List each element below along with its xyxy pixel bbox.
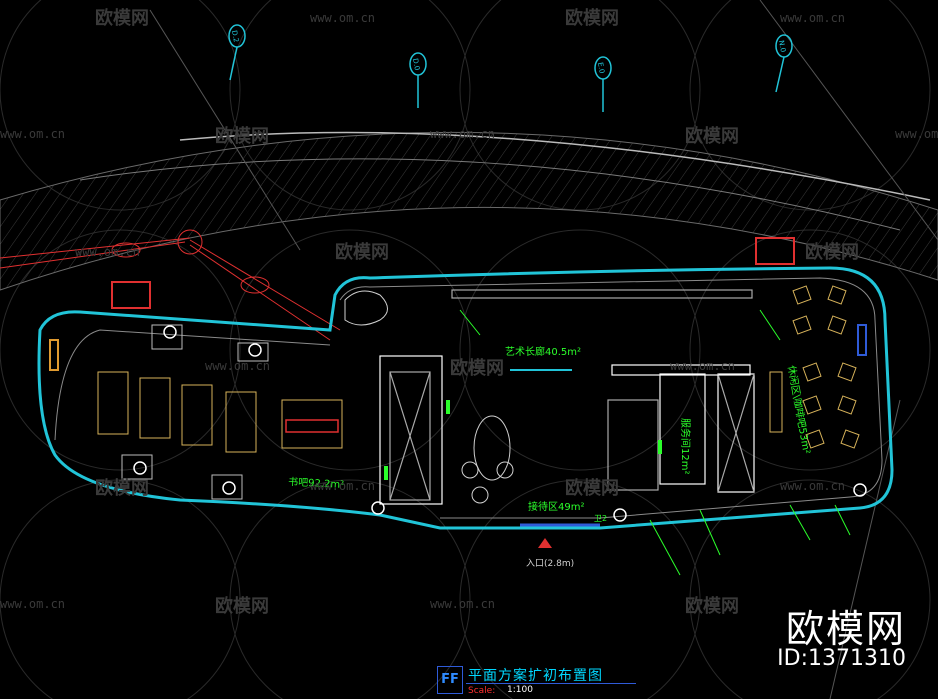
road-band — [0, 131, 938, 291]
scale-value: 1:100 — [507, 685, 533, 695]
red-car-marker-right — [755, 237, 795, 265]
room-label-lounge: 休闲区\咖啡吧53m² — [785, 364, 813, 455]
watermark-text: 欧模网 — [215, 595, 269, 617]
watermark-url: www.om.cn — [75, 245, 140, 259]
room-label-toilet: 卫2 — [594, 514, 607, 523]
watermark-url: www.om.cn — [670, 359, 735, 373]
watermark-text: 欧模网 — [95, 7, 149, 29]
leader-lines — [459, 309, 851, 576]
bar-tables — [97, 371, 343, 453]
grid-label-2: D.0 — [411, 58, 421, 71]
reception-furniture — [344, 290, 514, 504]
room-label-service: 服务间12m² — [679, 418, 692, 474]
drawing-code: FF — [437, 666, 463, 694]
drawing-title: 平面方案扩初布置图 — [468, 668, 603, 684]
room-label-gallery: 艺术长廊40.5m² — [505, 345, 581, 358]
side-door-left — [49, 339, 59, 371]
building-outer-wall — [37, 266, 894, 530]
green-marker-1 — [446, 400, 450, 414]
watermark-url: www.om.cn — [0, 597, 65, 611]
watermark-text: 欧模网 — [685, 595, 739, 617]
brand-logo-text: 欧模网 — [785, 607, 906, 651]
watermark-url: www.om.cn — [310, 479, 375, 493]
bar-counter — [285, 419, 339, 433]
watermark-url: www.om.cn — [895, 127, 938, 141]
grid-label-4: N.0 — [777, 40, 787, 53]
grid-label-3: E.0 — [596, 62, 606, 74]
lobby-rooms — [379, 289, 755, 505]
brand-id: ID:1371310 — [777, 646, 906, 671]
watermark-text: 欧模网 — [805, 241, 859, 263]
side-door-right — [857, 324, 867, 356]
columns — [121, 324, 867, 522]
green-marker-3 — [658, 440, 662, 454]
diagonal-guide-1 — [149, 9, 301, 251]
watermark-url: www.om.cn — [780, 11, 845, 25]
watermark-text: 欧模网 — [95, 477, 149, 499]
red-car-marker-left — [111, 281, 151, 309]
watermark-url: www.om.cn — [430, 127, 495, 141]
green-marker-2 — [384, 466, 388, 480]
room-label-entrance: 入口(2.8m) — [526, 558, 574, 569]
watermark-url: www.om.cn — [780, 479, 845, 493]
watermark-text: 欧模网 — [215, 125, 269, 147]
grid-markers — [228, 24, 793, 112]
survey-lines — [0, 229, 341, 341]
title-underline — [466, 683, 636, 684]
watermark-text: 欧模网 — [685, 125, 739, 147]
watermark-text: 欧模网 — [450, 357, 504, 379]
lounge-chairs — [769, 285, 860, 449]
watermark-text: 欧模网 — [335, 241, 389, 263]
watermark-layer: 欧模网 欧模网 欧模网 欧模网 欧模网 欧模网 欧模网 欧模网 欧模网 欧模网 … — [0, 7, 938, 617]
watermark-text: 欧模网 — [565, 477, 619, 499]
entrance-arrow — [538, 538, 552, 548]
watermark-url: www.om.cn — [430, 597, 495, 611]
watermark-url: www.om.cn — [0, 127, 65, 141]
diagonal-guide-2 — [759, 0, 938, 241]
building-inner-wall — [54, 277, 883, 519]
diagonal-guide-3 — [829, 399, 901, 699]
scale-label: Scale: — [468, 686, 496, 696]
watermark-text: 欧模网 — [565, 7, 619, 29]
road-center-line — [179, 131, 931, 201]
grid-label-1: D.2 — [230, 30, 240, 43]
watermark-url: www.om.cn — [310, 11, 375, 25]
road-edge-line — [79, 158, 901, 231]
room-label-reception: 接待区49m² — [528, 500, 584, 513]
watermark-url: www.om.cn — [205, 359, 270, 373]
room-label-bar: 书吧92.2m² — [288, 476, 345, 491]
